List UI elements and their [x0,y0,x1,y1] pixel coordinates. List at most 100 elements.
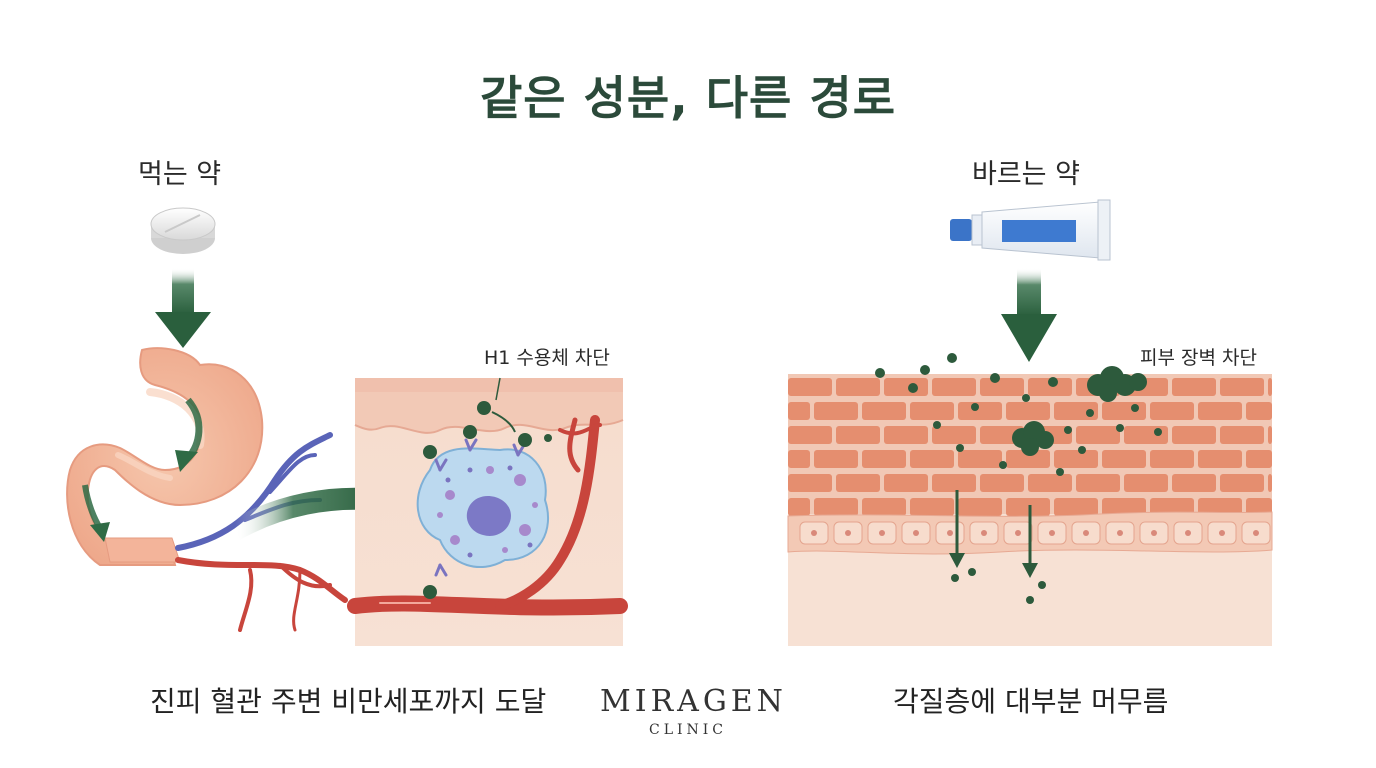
brick-cell [1076,426,1120,444]
brick-cell [1246,402,1272,420]
brick-cell [814,450,858,468]
dermis-artery-icon [347,415,628,616]
drug-molecule-icon [423,401,552,599]
arrow-down-icon-right [1001,268,1057,362]
pill-icon [150,207,216,254]
brick-cell [836,378,880,396]
brick-cell [1150,498,1194,516]
brick-cell [836,474,880,492]
h1-receptor-icon [434,438,526,577]
ointment-tube-icon [950,199,1111,261]
brick-cell [862,402,906,420]
blood-vessels-icon [175,432,348,632]
cell-nucleus [1117,530,1123,536]
oral-drug-caption: 진피 혈관 주변 비만세포까지 도달 [150,685,547,718]
brick-cell [1220,474,1264,492]
brick-cell [958,498,1002,516]
brick-cell [1124,474,1168,492]
brand-logo-sub: CLINIC [648,722,728,738]
intestine-arrowhead-icon [90,522,110,542]
cell-nucleus [913,530,919,536]
brand-logo-name: MIRAGEN [600,684,787,719]
h1-receptor-label: H1 수용체 차단 [484,347,610,369]
brick-cell [1006,498,1050,516]
cell-nucleus [947,530,953,536]
brick-cell [1006,402,1050,420]
molecule-cluster-icon [1012,366,1147,456]
brick-cell [1246,450,1272,468]
molecule-path-arrow-icon [491,411,516,433]
brick-cell [980,474,1024,492]
brick-cell [1172,426,1216,444]
brick-cell [1028,474,1072,492]
brick-cell [1268,474,1272,492]
brick-cell [980,378,1024,396]
page-title: 같은 성분, 다른 경로 [479,71,897,125]
brick-cell [836,426,880,444]
brick-cell [1076,474,1120,492]
skin-barrier-label: 피부 장벽 차단 [1140,347,1257,369]
brick-cell [814,402,858,420]
brick-cell [1198,498,1242,516]
brick-cell [1268,426,1272,444]
cell-nucleus [1219,530,1225,536]
brick-cell [1150,402,1194,420]
brick-cell [788,498,810,516]
brick-cell [1268,378,1272,396]
cell-nucleus [1151,530,1157,536]
brick-cell [862,450,906,468]
brick-cell [1220,378,1264,396]
brick-cell [1102,498,1146,516]
brick-cell [910,402,954,420]
brick-cell [788,474,832,492]
brick-cell [910,498,954,516]
brick-cell [1220,426,1264,444]
stomach-arrowhead-icon [175,450,198,472]
penetration-arrow-icon [949,490,1038,578]
brick-cell [1172,378,1216,396]
brick-cell [1028,378,1072,396]
brick-cell [1006,450,1050,468]
cell-nucleus [1185,530,1191,536]
cell-nucleus [1083,530,1089,536]
brick-cell [788,378,832,396]
brick-cell [788,426,832,444]
brick-cell [788,402,810,420]
brick-cell [1172,474,1216,492]
stratum-corneum-bricks [788,378,1272,516]
brick-cell [1054,450,1098,468]
brick-cell [1246,498,1272,516]
topical-drug-heading: 바르는 약 [972,159,1080,190]
mast-cell-icon [416,447,550,569]
cell-nucleus [1015,530,1021,536]
topical-molecule-icon [875,353,1162,604]
brick-cell [884,426,928,444]
oral-drug-heading: 먹는 약 [138,159,222,190]
brick-cell [932,378,976,396]
cell-nucleus [1253,530,1259,536]
brick-cell [1054,498,1098,516]
annotation-leader-line [495,377,501,401]
brick-cell [884,474,928,492]
brick-cell [958,450,1002,468]
cell-nucleus [1049,530,1055,536]
brick-cell [1198,450,1242,468]
brick-cell [1124,426,1168,444]
brick-cell [1102,402,1146,420]
cell-nucleus [981,530,987,536]
brick-cell [884,378,928,396]
cell-nucleus [845,530,851,536]
cell-nucleus [811,530,817,536]
brick-cell [932,474,976,492]
brick-cell [862,498,906,516]
brick-cell [1150,450,1194,468]
topical-drug-caption: 각질층에 대부분 머무름 [893,685,1169,718]
brick-cell [1102,450,1146,468]
brick-cell [1198,402,1242,420]
brick-cell [910,450,954,468]
arrow-down-icon [155,268,211,348]
brick-cell [932,426,976,444]
cell-nucleus [879,530,885,536]
brick-cell [814,498,858,516]
